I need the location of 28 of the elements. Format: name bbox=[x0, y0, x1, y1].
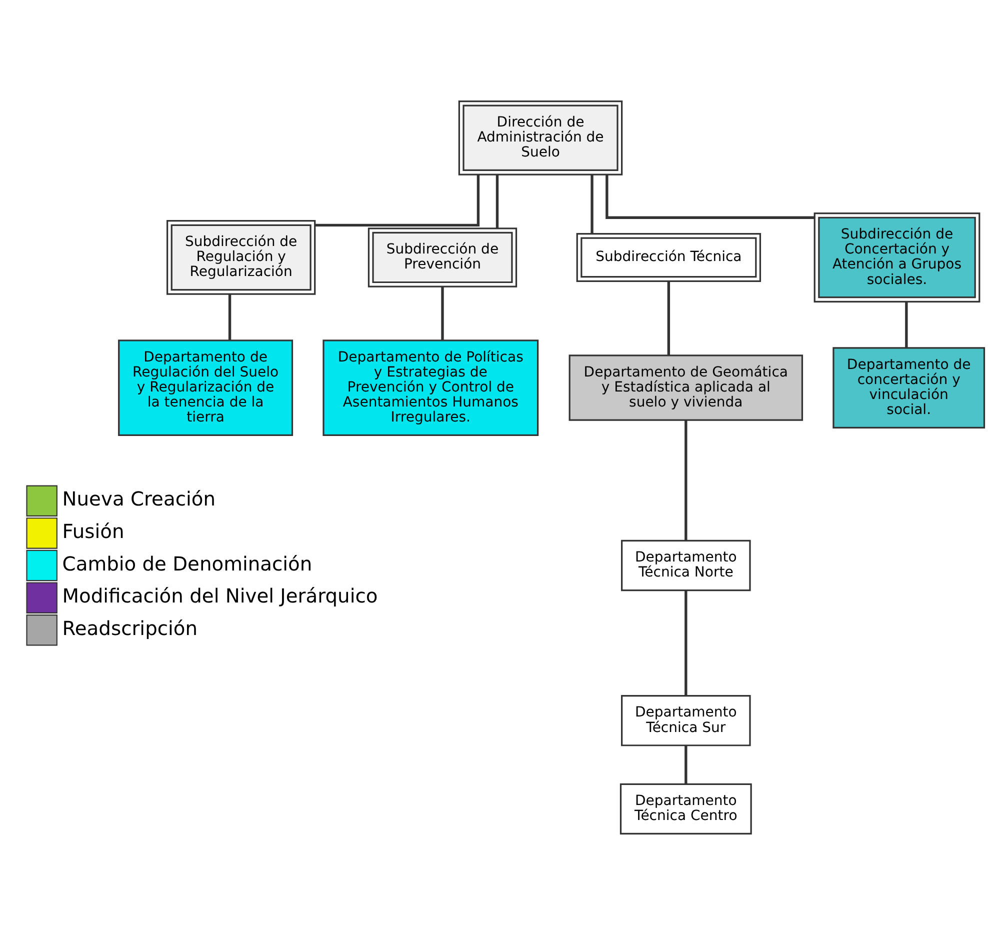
connector bbox=[684, 590, 688, 696]
connector bbox=[905, 301, 908, 348]
legend-label: Cambio de Denominación bbox=[62, 552, 312, 575]
node-box: Departamento de Políticas y Estrategias de Prevención y Control de Asentamientos Humanos Irregulares. bbox=[322, 339, 539, 436]
connector bbox=[667, 280, 670, 355]
legend-label: Modificación del Nivel Jerárquico bbox=[62, 584, 378, 608]
connector bbox=[684, 745, 688, 784]
connector bbox=[228, 294, 232, 340]
connector bbox=[606, 174, 814, 218]
connector bbox=[684, 420, 688, 540]
node-box: Subdirección Técnica bbox=[576, 232, 762, 282]
node-box: Subdirección de Regulación y Regularización bbox=[166, 220, 316, 294]
legend-label: Fusión bbox=[62, 519, 124, 542]
connector bbox=[496, 174, 499, 228]
connector bbox=[315, 174, 480, 226]
connector bbox=[590, 174, 594, 234]
node-box: Departamento de concertación y vinculación social. bbox=[832, 346, 986, 428]
node-box: Departamento de Geomática y Estadística aplicada al suelo y vivienda bbox=[568, 354, 804, 420]
legend-label: Readscripción bbox=[62, 616, 198, 640]
node-box: Departamento Técnica Norte bbox=[621, 539, 751, 591]
node-box: Departamento de Regulación del Suelo y Regularización de la tenencia de la tierra bbox=[118, 339, 294, 436]
node-box: Subdirección de Prevención bbox=[368, 227, 518, 287]
node-box: Subdirección de Concertación y Atención a Grupos sociales. bbox=[814, 212, 980, 302]
legend-label: Nueva Creación bbox=[62, 487, 216, 510]
node-box: Departamento Técnica Centro bbox=[620, 782, 752, 834]
node-box: Departamento Técnica Sur bbox=[621, 694, 751, 746]
connector bbox=[441, 286, 444, 340]
node-box: Dirección de Administración de Suelo bbox=[458, 100, 623, 175]
